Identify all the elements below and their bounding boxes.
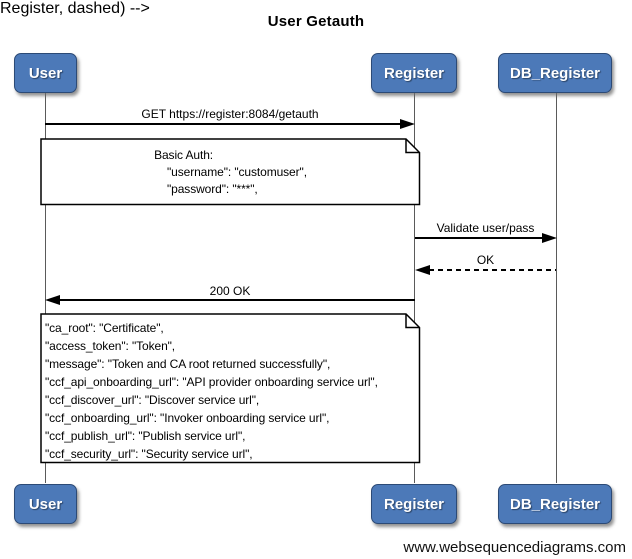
arrowhead-right-icon xyxy=(542,233,557,243)
arrowhead-left-icon xyxy=(45,295,60,305)
arrowhead-left-icon xyxy=(415,265,430,275)
actor-label: DB_Register xyxy=(509,64,601,82)
message-line xyxy=(429,269,556,271)
note-shape-icon xyxy=(40,313,421,464)
actor-label: DB_Register xyxy=(509,495,601,513)
note-basic-auth: Basic Auth: "username": "customuser", "p… xyxy=(40,138,421,206)
message-line xyxy=(415,237,545,239)
actor-label: User xyxy=(28,495,63,513)
note-text: "ca_root": "Certificate", "access_token"… xyxy=(45,321,378,461)
lifeline-user xyxy=(45,93,46,483)
watermark-text: www.websequencediagrams.com xyxy=(403,539,626,556)
actor-box-user-top: User xyxy=(14,53,77,93)
note-auth-response: "ca_root": "Certificate", "access_token"… xyxy=(40,313,421,464)
message-line xyxy=(45,123,403,125)
message-label: 200 OK xyxy=(209,284,251,298)
actor-label: User xyxy=(28,64,63,82)
message-label: GET https://register:8084/getauth xyxy=(141,107,319,121)
actor-box-db-register-top: DB_Register xyxy=(498,53,612,93)
arrowhead-right-icon xyxy=(400,119,415,129)
actor-label: Register xyxy=(383,64,445,82)
lifeline-db-register xyxy=(556,93,557,483)
diagram-title: User Getauth xyxy=(267,13,365,30)
message-label: Validate user/pass xyxy=(436,221,535,235)
lifeline-register xyxy=(414,93,415,483)
note-text: Basic Auth: "username": "customuser", "p… xyxy=(154,148,307,196)
actor-box-db-register-bottom: DB_Register xyxy=(498,484,612,524)
actor-box-user-bottom: User xyxy=(14,484,77,524)
actor-box-register-top: Register xyxy=(371,53,457,93)
message-label: OK xyxy=(476,253,495,267)
message-line xyxy=(58,299,415,301)
actor-box-register-bottom: Register xyxy=(371,484,457,524)
note-shape-icon xyxy=(40,138,421,206)
actor-label: Register xyxy=(383,495,445,513)
